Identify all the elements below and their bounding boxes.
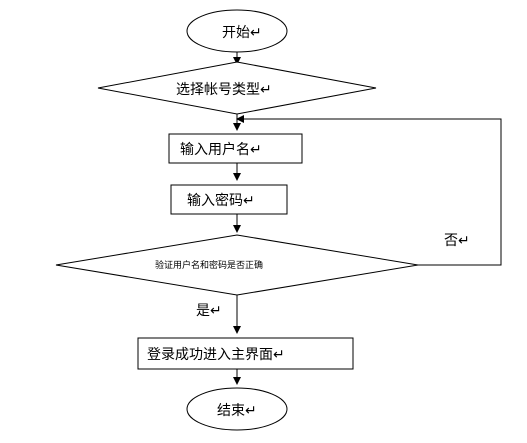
start-label: 开始↵ <box>222 25 262 41</box>
edge-verify-no-loop <box>236 115 502 266</box>
choose-account-type-label: 选择帐号类型↵ <box>176 82 272 98</box>
input-password-box <box>170 184 288 215</box>
end-terminal <box>186 387 288 431</box>
verify-label: 验证用户名和密码是否正确 <box>155 259 263 271</box>
input-password-label: 输入密码↵ <box>187 192 255 209</box>
login-success-label: 登录成功进入主界面↵ <box>147 347 285 363</box>
input-username-label: 输入用户名↵ <box>180 141 262 158</box>
login-success-box <box>137 337 354 370</box>
input-username-box <box>168 133 303 164</box>
yes-label: 是↵ <box>196 303 222 319</box>
end-label: 结束↵ <box>217 403 257 419</box>
no-label: 否↵ <box>444 233 470 249</box>
